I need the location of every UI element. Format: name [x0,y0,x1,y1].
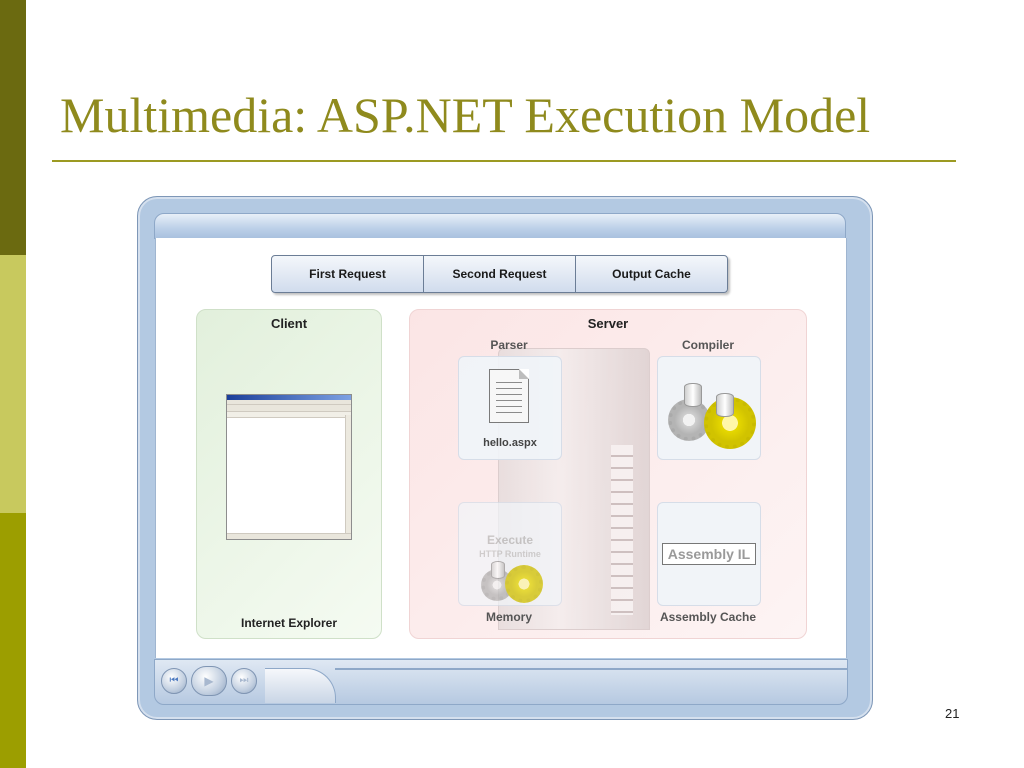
assembly-tile: Assembly IL [657,502,761,606]
browser-label: Internet Explorer [240,616,338,630]
player-controls: ⏮ ▶ ⏭ [154,659,848,705]
cylinder-icon [716,393,734,417]
slide-title: Multimedia: ASP.NET Execution Model [60,87,871,143]
previous-button[interactable]: ⏮ [161,668,187,694]
memory-label: Memory [485,610,532,624]
tab-first-request[interactable]: First Request [272,256,424,292]
assembly-il-box: Assembly IL [662,543,756,565]
cylinder-icon [491,561,505,579]
execute-tile: Execute HTTP Runtime [458,502,562,606]
file-name: hello.aspx [483,437,537,449]
assembly-cache-label: Assembly Cache [659,610,757,624]
document-icon [489,369,529,423]
request-tabs: First Request Second Request Output Cach… [271,255,728,293]
sidebar-stripe-top [0,0,26,255]
control-rail [335,668,847,670]
player-top-bar [154,213,846,239]
parser-tile: hello.aspx [458,356,562,460]
title-divider [52,160,956,162]
parser-label: Parser [490,338,528,352]
player-screen: First Request Second Request Output Cach… [155,238,847,658]
server-panel: Server Parser Compiler hello.aspx Execut… [409,309,807,639]
server-heading: Server [587,316,629,331]
cylinder-icon [684,383,702,407]
browser-statusbar [227,533,351,539]
browser-menubar [227,400,351,405]
sidebar-stripe-middle [0,255,26,513]
media-player: First Request Second Request Output Cach… [137,196,873,720]
tab-second-request[interactable]: Second Request [424,256,576,292]
client-panel: Client Internet Explorer [196,309,382,639]
browser-window-thumbnail [226,394,352,540]
play-button[interactable]: ▶ [191,666,227,696]
control-swoosh-decoration [265,668,336,703]
tab-output-cache[interactable]: Output Cache [612,267,691,281]
sidebar-stripe-bottom [0,513,26,768]
next-button[interactable]: ⏭ [231,668,257,694]
compiler-tile [657,356,761,460]
browser-titlebar [227,395,351,400]
yellow-gear-icon [505,565,543,603]
browser-scrollbar [345,415,351,533]
execute-subtitle: HTTP Runtime [479,549,541,559]
compiler-label: Compiler [681,338,734,352]
client-heading: Client [270,316,308,331]
browser-toolbar [227,405,351,412]
execute-title: Execute [486,533,534,547]
slide-number: 21 [945,706,960,721]
browser-address-bar [227,412,351,418]
